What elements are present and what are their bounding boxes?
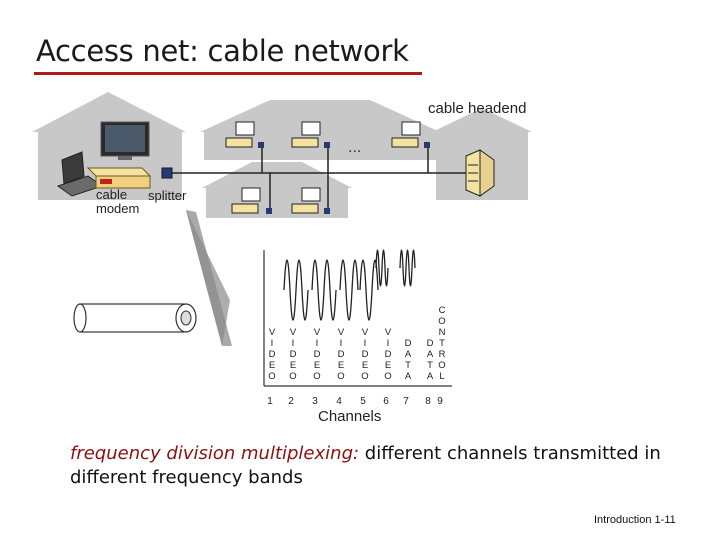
computer-icon	[100, 121, 150, 160]
signal-wave-icon	[283, 249, 416, 321]
channel-letter: E	[337, 360, 345, 371]
channel-letter: V	[289, 327, 297, 338]
headend-icon	[465, 149, 495, 197]
channels-axis-label: Channels	[318, 408, 382, 425]
footer-page-number: 1-11	[654, 514, 676, 526]
channel-letter: T	[405, 360, 411, 371]
channel-number: 9	[437, 396, 443, 407]
channel-letter: A	[426, 371, 434, 382]
channel-letter: E	[313, 360, 321, 371]
channel-letter: R	[438, 349, 446, 360]
channel-letter: O	[313, 371, 321, 382]
channel-number: 8	[425, 396, 431, 407]
channel-letter: O	[438, 316, 446, 327]
channel-number: 3	[312, 396, 318, 407]
fdm-caption: frequency division multiplexing: differe…	[70, 442, 670, 490]
channel-number: 7	[403, 396, 409, 407]
channel-letter: E	[268, 360, 276, 371]
channel-number: 6	[383, 396, 389, 407]
channel-letter: E	[384, 360, 392, 371]
channel-letter: I	[339, 338, 343, 349]
channel-letter: D	[404, 338, 412, 349]
channel-letter: T	[427, 360, 433, 371]
channel-letter: I	[291, 338, 295, 349]
computer-icon	[231, 187, 272, 214]
channel-letter: V	[268, 327, 276, 338]
channel-letter: O	[384, 371, 392, 382]
ellipsis: ...	[348, 139, 361, 156]
channel-number: 5	[360, 396, 366, 407]
channel-letter: A	[404, 371, 412, 382]
channel-letter: D	[313, 349, 321, 360]
channel-letter: C	[438, 305, 446, 316]
channel-letter: V	[384, 327, 392, 338]
computer-icon	[291, 187, 330, 214]
channel-letter: D	[426, 338, 434, 349]
channel-letter: N	[438, 327, 446, 338]
fdm-caption-text: different channels transmitted in differ…	[70, 443, 661, 488]
channel-letter: O	[438, 360, 446, 371]
cable-modem-label: cable modem	[96, 187, 140, 216]
computer-icon	[291, 121, 330, 148]
channel-letter: I	[363, 338, 367, 349]
channel-letter: I	[315, 338, 319, 349]
fdm-caption-emphasis: frequency division multiplexing:	[70, 443, 360, 464]
channel-letter: I	[270, 338, 274, 349]
channel-letter: A	[404, 349, 412, 360]
splitter-label: splitter	[148, 188, 187, 203]
channel-letter: T	[439, 338, 445, 349]
channel-letter: O	[268, 371, 276, 382]
channel-letter: D	[337, 349, 345, 360]
computer-icon	[391, 121, 430, 148]
title-underline	[34, 72, 422, 75]
channel-letter: L	[439, 371, 445, 382]
channel-letter: O	[337, 371, 345, 382]
slide-title: Access net: cable network	[36, 34, 409, 68]
channel-letter: V	[361, 327, 369, 338]
coax-cable-icon	[73, 303, 197, 333]
computer-icon	[225, 121, 264, 148]
channel-letter: E	[289, 360, 297, 371]
channel-letter: A	[426, 349, 434, 360]
splitter-icon	[161, 167, 173, 179]
channel-letter: D	[268, 349, 276, 360]
channel-letter: D	[361, 349, 369, 360]
cable-modem-icon	[86, 167, 152, 189]
channel-letter: D	[289, 349, 297, 360]
channel-letter: O	[361, 371, 369, 382]
footer-section: Introduction	[594, 514, 652, 526]
channel-letter: I	[386, 338, 390, 349]
channel-letter: D	[384, 349, 392, 360]
channel-number: 1	[267, 396, 273, 407]
cable-headend-label: cable headend	[428, 100, 527, 117]
channel-letter: E	[361, 360, 369, 371]
slide-footer: Introduction 1-11	[594, 514, 676, 526]
channel-letter: V	[313, 327, 321, 338]
channel-letter: V	[337, 327, 345, 338]
channel-number: 4	[336, 396, 342, 407]
channel-number: 2	[288, 396, 294, 407]
channel-letter: O	[289, 371, 297, 382]
